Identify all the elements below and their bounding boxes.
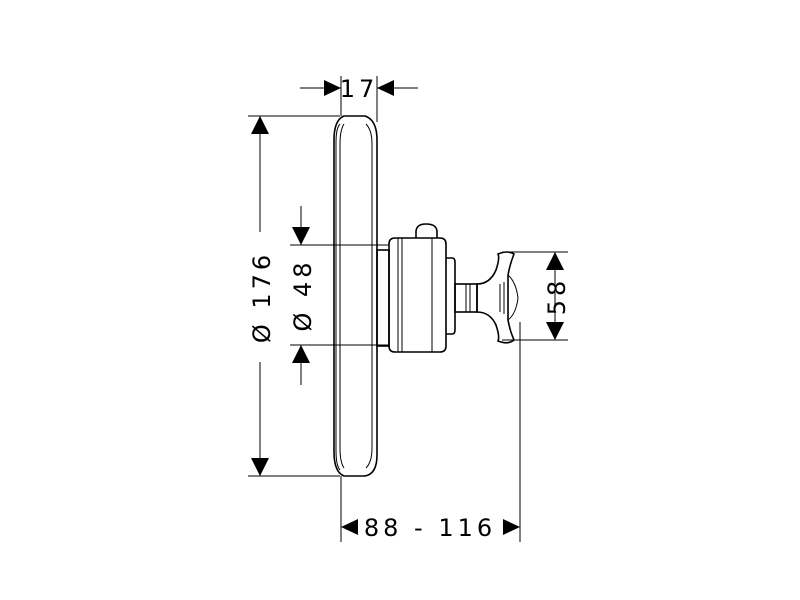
dimension-inner-diameter-label: Ø 48 (289, 258, 317, 331)
arrow-right-icon (324, 80, 341, 96)
arrow-up-icon (546, 252, 564, 270)
dimension-outer-diameter-label: Ø 176 (248, 251, 276, 343)
dimension-projection-label: 88 - 116 (364, 514, 496, 542)
arrow-down-icon (292, 227, 310, 245)
arrow-down-icon (251, 458, 269, 476)
arrow-right-icon (503, 519, 520, 535)
handle-stem (454, 283, 478, 313)
dimension-depth-top: 17 (300, 75, 418, 122)
dimension-projection: 88 - 116 (340, 322, 521, 542)
arrow-up-icon (292, 345, 310, 363)
cover-plate (333, 115, 378, 477)
cross-handle (476, 251, 519, 344)
dimension-handle-height-label: 58 (543, 277, 571, 316)
arrow-up-icon (251, 116, 269, 134)
dimension-handle-height: 58 (502, 251, 571, 341)
arrow-left-icon (377, 80, 394, 96)
arrow-down-icon (546, 322, 564, 340)
dimension-inner-diameter: Ø 48 (289, 206, 389, 385)
arrow-left-icon (341, 519, 358, 535)
dimension-depth-top-label: 17 (340, 75, 379, 103)
dimension-outer-diameter: Ø 176 (248, 115, 340, 477)
valve-body (376, 223, 456, 353)
